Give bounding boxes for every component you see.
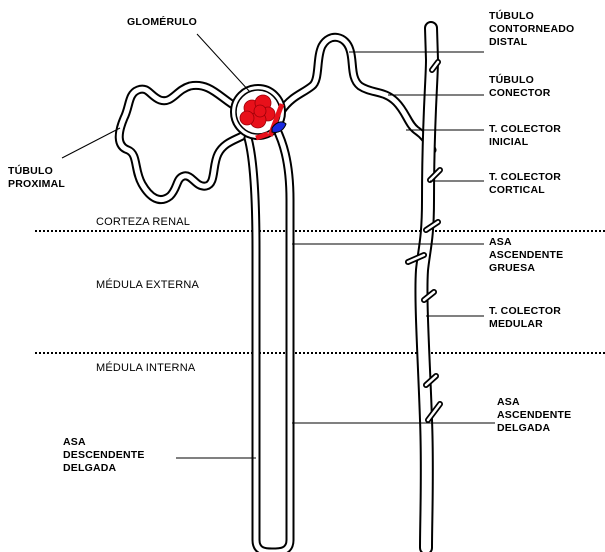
proximal-tubule (119, 85, 246, 199)
label-tubulo-proximal: TÚBULO PROXIMAL (8, 165, 65, 191)
zone-medula-externa: MÉDULA EXTERNA (96, 279, 199, 291)
glomerulus (231, 85, 286, 139)
zone-medula-interna: MÉDULA INTERNA (96, 362, 195, 374)
label-colector-cortical: T. COLECTOR CORTICAL (489, 171, 561, 197)
zone-corteza-renal: CORTEZA RENAL (96, 216, 190, 228)
label-glomerulo: GLOMÉRULO (127, 16, 197, 29)
label-colector-inicial: T. COLECTOR INICIAL (489, 123, 561, 149)
label-asa-delgada-descendente: ASA DESCENDENTE DELGADA (63, 436, 145, 475)
label-tubulo-distal: TÚBULO CONTORNEADO DISTAL (489, 10, 574, 49)
label-asa-gruesa: ASA ASCENDENTE GRUESA (489, 236, 563, 275)
loop-of-henle (248, 128, 290, 552)
label-tubulo-conector: TÚBULO CONECTOR (489, 74, 551, 100)
collecting-duct (408, 28, 440, 548)
label-colector-medular: T. COLECTOR MEDULAR (489, 305, 561, 331)
distal-tubule (282, 37, 432, 150)
label-asa-delgada-ascendente: ASA ASCENDENTE DELGADA (497, 396, 571, 435)
